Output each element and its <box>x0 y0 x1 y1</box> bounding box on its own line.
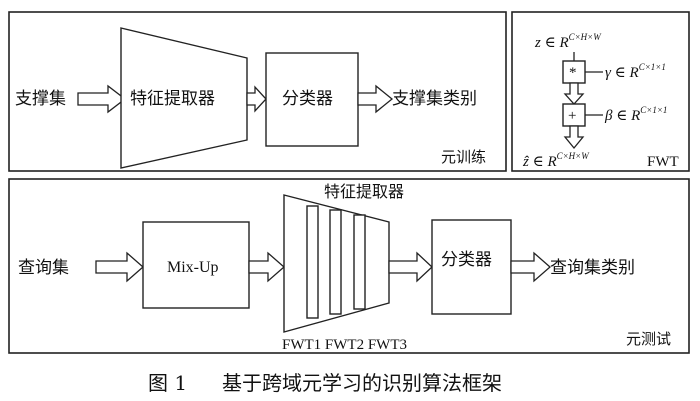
fwt-input-z-superscript: C×H×W <box>569 32 603 42</box>
meta-train-frame <box>8 11 507 172</box>
mixup-label: Mix-Up <box>167 259 219 276</box>
query-set-class-label: 查询集类别 <box>550 258 635 278</box>
fwt-input-z: z ∈ RC×H×W <box>534 32 602 51</box>
fwt-output-z: ẑ ∈ RC×H×W <box>522 151 590 170</box>
classifier-label: 分类器 <box>282 89 333 109</box>
meta-train-panel: 支撑集 特征提取器 分类器 支撑集类别 元训练 <box>8 11 507 172</box>
arrow-test-classifier-to-output <box>510 251 551 283</box>
fwt-input-z-main: z ∈ R <box>534 35 569 51</box>
arrow-support-to-extractor <box>77 84 127 114</box>
figure-caption: 图 1 基于跨域元学习的识别算法框架 <box>148 371 502 395</box>
fwt3-layer <box>353 214 366 310</box>
fwt-output-z-main: ẑ ∈ R <box>522 154 557 170</box>
mixup-box <box>142 221 250 309</box>
support-set-input-label: 支撑集 <box>15 89 66 109</box>
arrow-mixup-to-extractor <box>248 251 285 283</box>
feature-extractor-trapezoid <box>120 27 248 169</box>
support-set-class-label: 支撑集类别 <box>392 89 477 109</box>
fwt-beta-superscript: C×1×1 <box>640 105 667 115</box>
meta-test-panel-label: 元测试 <box>626 330 671 348</box>
fwt-output-z-superscript: C×H×W <box>557 151 591 161</box>
fwt2-layer <box>329 209 342 315</box>
feature-extractor-label: 特征提取器 <box>130 89 215 109</box>
fwt-gamma-superscript: C×1×1 <box>639 62 666 72</box>
fwt1-layer <box>306 205 319 319</box>
caption-number: 图 1 <box>148 371 187 395</box>
meta-test-panel: 查询集 Mix-Up 特征提取器 FWT1 FWT2 FWT3 分类器 查询集类… <box>8 178 690 354</box>
extractor-title: 特征提取器 <box>324 182 404 201</box>
arrow-extractor-to-classifier <box>246 85 267 113</box>
arrow-mult-to-add <box>563 82 585 105</box>
test-classifier-label: 分类器 <box>441 250 492 270</box>
fwt-beta-main: β ∈ R <box>604 108 640 124</box>
meta-test-frame <box>8 178 690 354</box>
fwt-beta: β ∈ RC×1×1 <box>604 105 667 124</box>
arrow-add-to-output <box>563 125 585 150</box>
add-symbol: + <box>568 108 576 124</box>
meta-train-panel-label: 元训练 <box>441 148 486 166</box>
caption-text: 基于跨域元学习的识别算法框架 <box>222 371 502 395</box>
arrow-query-to-mixup <box>95 251 144 283</box>
query-set-input-label: 查询集 <box>18 258 69 278</box>
arrow-extractor-to-test-classifier <box>388 251 433 283</box>
multiply-symbol: * <box>569 65 577 81</box>
arrow-classifier-to-output <box>357 84 394 114</box>
fwt-panel: z ∈ RC×H×W * γ ∈ RC×1×1 + β ∈ RC×1×1 ẑ ∈… <box>511 11 690 172</box>
fwt-layer-labels: FWT1 FWT2 FWT3 <box>282 337 407 353</box>
fwt-gamma: γ ∈ RC×1×1 <box>605 62 666 81</box>
fwt-panel-label: FWT <box>647 154 679 170</box>
classifier-box <box>265 52 359 147</box>
fwt-gamma-main: γ ∈ R <box>605 65 639 81</box>
fwt-frame <box>511 11 690 172</box>
